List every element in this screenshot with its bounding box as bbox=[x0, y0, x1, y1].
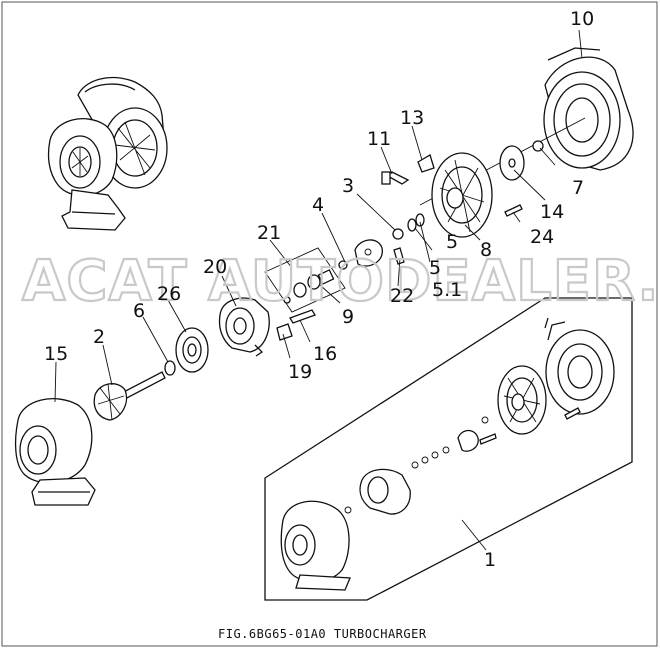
callout-10: 10 bbox=[570, 8, 594, 30]
callout-2: 2 bbox=[93, 326, 105, 348]
callout-15: 15 bbox=[44, 343, 68, 365]
callout-26: 26 bbox=[157, 283, 181, 305]
part-compressor-housing bbox=[419, 47, 634, 206]
middle-exploded-parts bbox=[164, 247, 346, 376]
assembled-turbo-top-left bbox=[47, 76, 168, 231]
part-shaft-and-housing bbox=[14, 371, 166, 506]
callout-5-1: 5.1 bbox=[432, 279, 462, 301]
leader-lines bbox=[54, 29, 583, 551]
callout-5-upper: 5 bbox=[446, 231, 458, 253]
watermark-text: ACAT AUTODEALER.RU bbox=[22, 249, 660, 314]
callout-24: 24 bbox=[530, 226, 554, 248]
callout-14: 14 bbox=[540, 201, 564, 223]
callout-13: 13 bbox=[400, 107, 424, 129]
callout-labels: 10 13 11 3 4 7 14 24 5 8 21 5 20 5.1 22 … bbox=[44, 8, 594, 571]
callout-20: 20 bbox=[203, 256, 227, 278]
figure-caption: FIG.6BG65-01A0 TURBOCHARGER bbox=[218, 627, 427, 641]
callout-22: 22 bbox=[390, 285, 414, 307]
callout-16: 16 bbox=[313, 343, 337, 365]
callout-4: 4 bbox=[312, 194, 324, 216]
callout-3: 3 bbox=[342, 175, 354, 197]
callout-8: 8 bbox=[480, 239, 492, 261]
upper-exploded-parts bbox=[338, 140, 544, 270]
callout-21: 21 bbox=[257, 222, 281, 244]
callout-9: 9 bbox=[342, 306, 354, 328]
callout-11: 11 bbox=[367, 128, 391, 150]
callout-6: 6 bbox=[133, 300, 145, 322]
inset-assembly-box bbox=[264, 297, 633, 601]
callout-7: 7 bbox=[572, 177, 584, 199]
callout-1: 1 bbox=[484, 549, 496, 571]
callout-5-lower: 5 bbox=[429, 257, 441, 279]
callout-19: 19 bbox=[288, 361, 312, 383]
